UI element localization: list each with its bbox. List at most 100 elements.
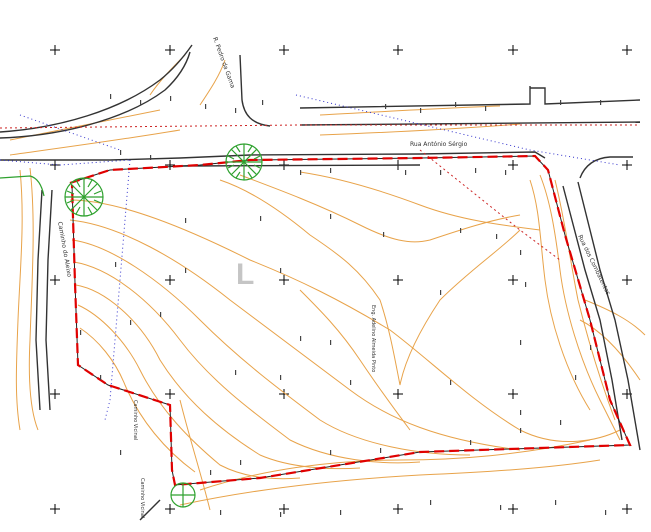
road-north-edge-3 bbox=[530, 87, 641, 105]
spot-elevation-mark bbox=[440, 290, 442, 295]
contour-line bbox=[71, 239, 471, 456]
grid-cross bbox=[165, 504, 175, 514]
spot-elevation-mark bbox=[185, 268, 187, 273]
spot-elevation-mark bbox=[455, 102, 457, 107]
grid-cross bbox=[165, 160, 175, 170]
grid-cross bbox=[393, 275, 403, 285]
spot-elevation-mark bbox=[260, 216, 262, 221]
grid-cross bbox=[279, 504, 289, 514]
road-curve-upper bbox=[0, 44, 193, 133]
spot-elevation-mark bbox=[520, 340, 522, 345]
spot-elevation-mark bbox=[520, 410, 522, 415]
grid-cross bbox=[508, 45, 518, 55]
spot-elevation-mark bbox=[100, 375, 102, 380]
contour-line bbox=[529, 179, 591, 411]
spot-elevation-mark bbox=[460, 228, 462, 233]
road-east-1 bbox=[577, 181, 641, 451]
contour-line bbox=[69, 219, 521, 451]
tree-icon bbox=[170, 482, 196, 508]
grid-cross bbox=[393, 45, 403, 55]
spot-elevation-mark bbox=[505, 170, 507, 175]
boundary-underlay bbox=[69, 155, 631, 486]
spot-elevation-mark bbox=[185, 218, 187, 223]
grid-cross bbox=[622, 275, 632, 285]
grid-cross bbox=[50, 275, 60, 285]
spot-elevation-mark bbox=[496, 234, 498, 239]
grid-cross bbox=[50, 45, 60, 55]
spot-elevation-mark bbox=[330, 450, 332, 455]
street-labels: R. Pedro da Gama Rua António Sérgio Cami… bbox=[56, 36, 611, 518]
grid-cross bbox=[508, 504, 518, 514]
tree-icon bbox=[64, 177, 104, 217]
road-antonio-sergio-2 bbox=[179, 164, 421, 167]
grid-cross bbox=[50, 389, 60, 399]
spot-elevation-mark bbox=[262, 100, 264, 105]
dotted-red-diagonal bbox=[419, 149, 561, 261]
spot-elevation-mark bbox=[160, 312, 162, 317]
watermark: L bbox=[236, 258, 257, 291]
contour-line bbox=[77, 304, 301, 480]
contour-line bbox=[299, 289, 411, 431]
road-west bbox=[239, 54, 271, 127]
spot-elevation-mark bbox=[170, 96, 172, 101]
spot-elevation-mark bbox=[430, 500, 432, 505]
spot-elevation-mark bbox=[330, 168, 332, 173]
spot-elevation-mark bbox=[280, 512, 282, 517]
spot-elevation-mark bbox=[220, 510, 222, 515]
label-caminho-aleixo: Caminho do Aleixo bbox=[56, 221, 73, 278]
grid-cross bbox=[50, 504, 60, 514]
contour-line bbox=[554, 179, 616, 421]
dotted-red-line bbox=[0, 124, 640, 129]
dotted-lines bbox=[0, 94, 640, 421]
spot-elevation-mark bbox=[330, 214, 332, 219]
spot-elevation-mark bbox=[280, 268, 282, 273]
grid-cross bbox=[393, 504, 403, 514]
label-caminho-vicinal-1: Caminho Vicinal bbox=[132, 400, 138, 440]
spot-elevation-mark bbox=[80, 330, 82, 335]
grid-cross bbox=[508, 160, 518, 170]
boundary-line bbox=[69, 154, 632, 487]
contour-line bbox=[584, 299, 646, 336]
property-boundary bbox=[69, 154, 632, 487]
spot-elevation-mark bbox=[205, 104, 207, 109]
grid-cross bbox=[279, 45, 289, 55]
spot-elevation-mark bbox=[150, 155, 152, 160]
spot-elevation-mark bbox=[240, 460, 242, 465]
spot-elevation-mark bbox=[520, 428, 522, 433]
spot-elevations bbox=[80, 94, 607, 517]
spot-elevation-mark bbox=[560, 100, 562, 105]
contour-line bbox=[539, 174, 621, 441]
spot-elevation-mark bbox=[575, 375, 577, 380]
road-curve-lower bbox=[0, 51, 191, 139]
grid-cross bbox=[165, 45, 175, 55]
spot-elevation-mark bbox=[210, 470, 212, 475]
spot-elevation-mark bbox=[440, 170, 442, 175]
road-aleixo-1 bbox=[35, 189, 43, 411]
roads bbox=[0, 44, 641, 521]
contour-line bbox=[319, 105, 501, 116]
contour-line bbox=[179, 459, 601, 506]
grid-cross bbox=[622, 45, 632, 55]
spot-elevation-mark bbox=[560, 420, 562, 425]
road-antonio-sergio-1 bbox=[0, 151, 546, 161]
label-caminho-vicinal-2: Caminho Vicinal bbox=[139, 478, 145, 518]
contour-line bbox=[239, 174, 521, 243]
contour-line bbox=[199, 59, 226, 106]
contour-line bbox=[69, 199, 621, 442]
spot-elevation-mark bbox=[385, 104, 387, 109]
contour-lines bbox=[9, 54, 646, 511]
spot-elevation-mark bbox=[475, 168, 477, 173]
spot-elevation-mark bbox=[605, 510, 607, 515]
spot-elevation-mark bbox=[110, 94, 112, 99]
spot-elevation-mark bbox=[140, 100, 142, 105]
spot-elevation-mark bbox=[380, 448, 382, 453]
grid-cross bbox=[508, 275, 518, 285]
dotted-blue-west bbox=[0, 159, 131, 166]
spot-elevation-mark bbox=[485, 106, 487, 111]
spot-elevation-mark bbox=[500, 505, 502, 510]
grid-cross bbox=[393, 389, 403, 399]
spot-elevation-mark bbox=[280, 375, 282, 380]
contour-line bbox=[219, 179, 521, 386]
